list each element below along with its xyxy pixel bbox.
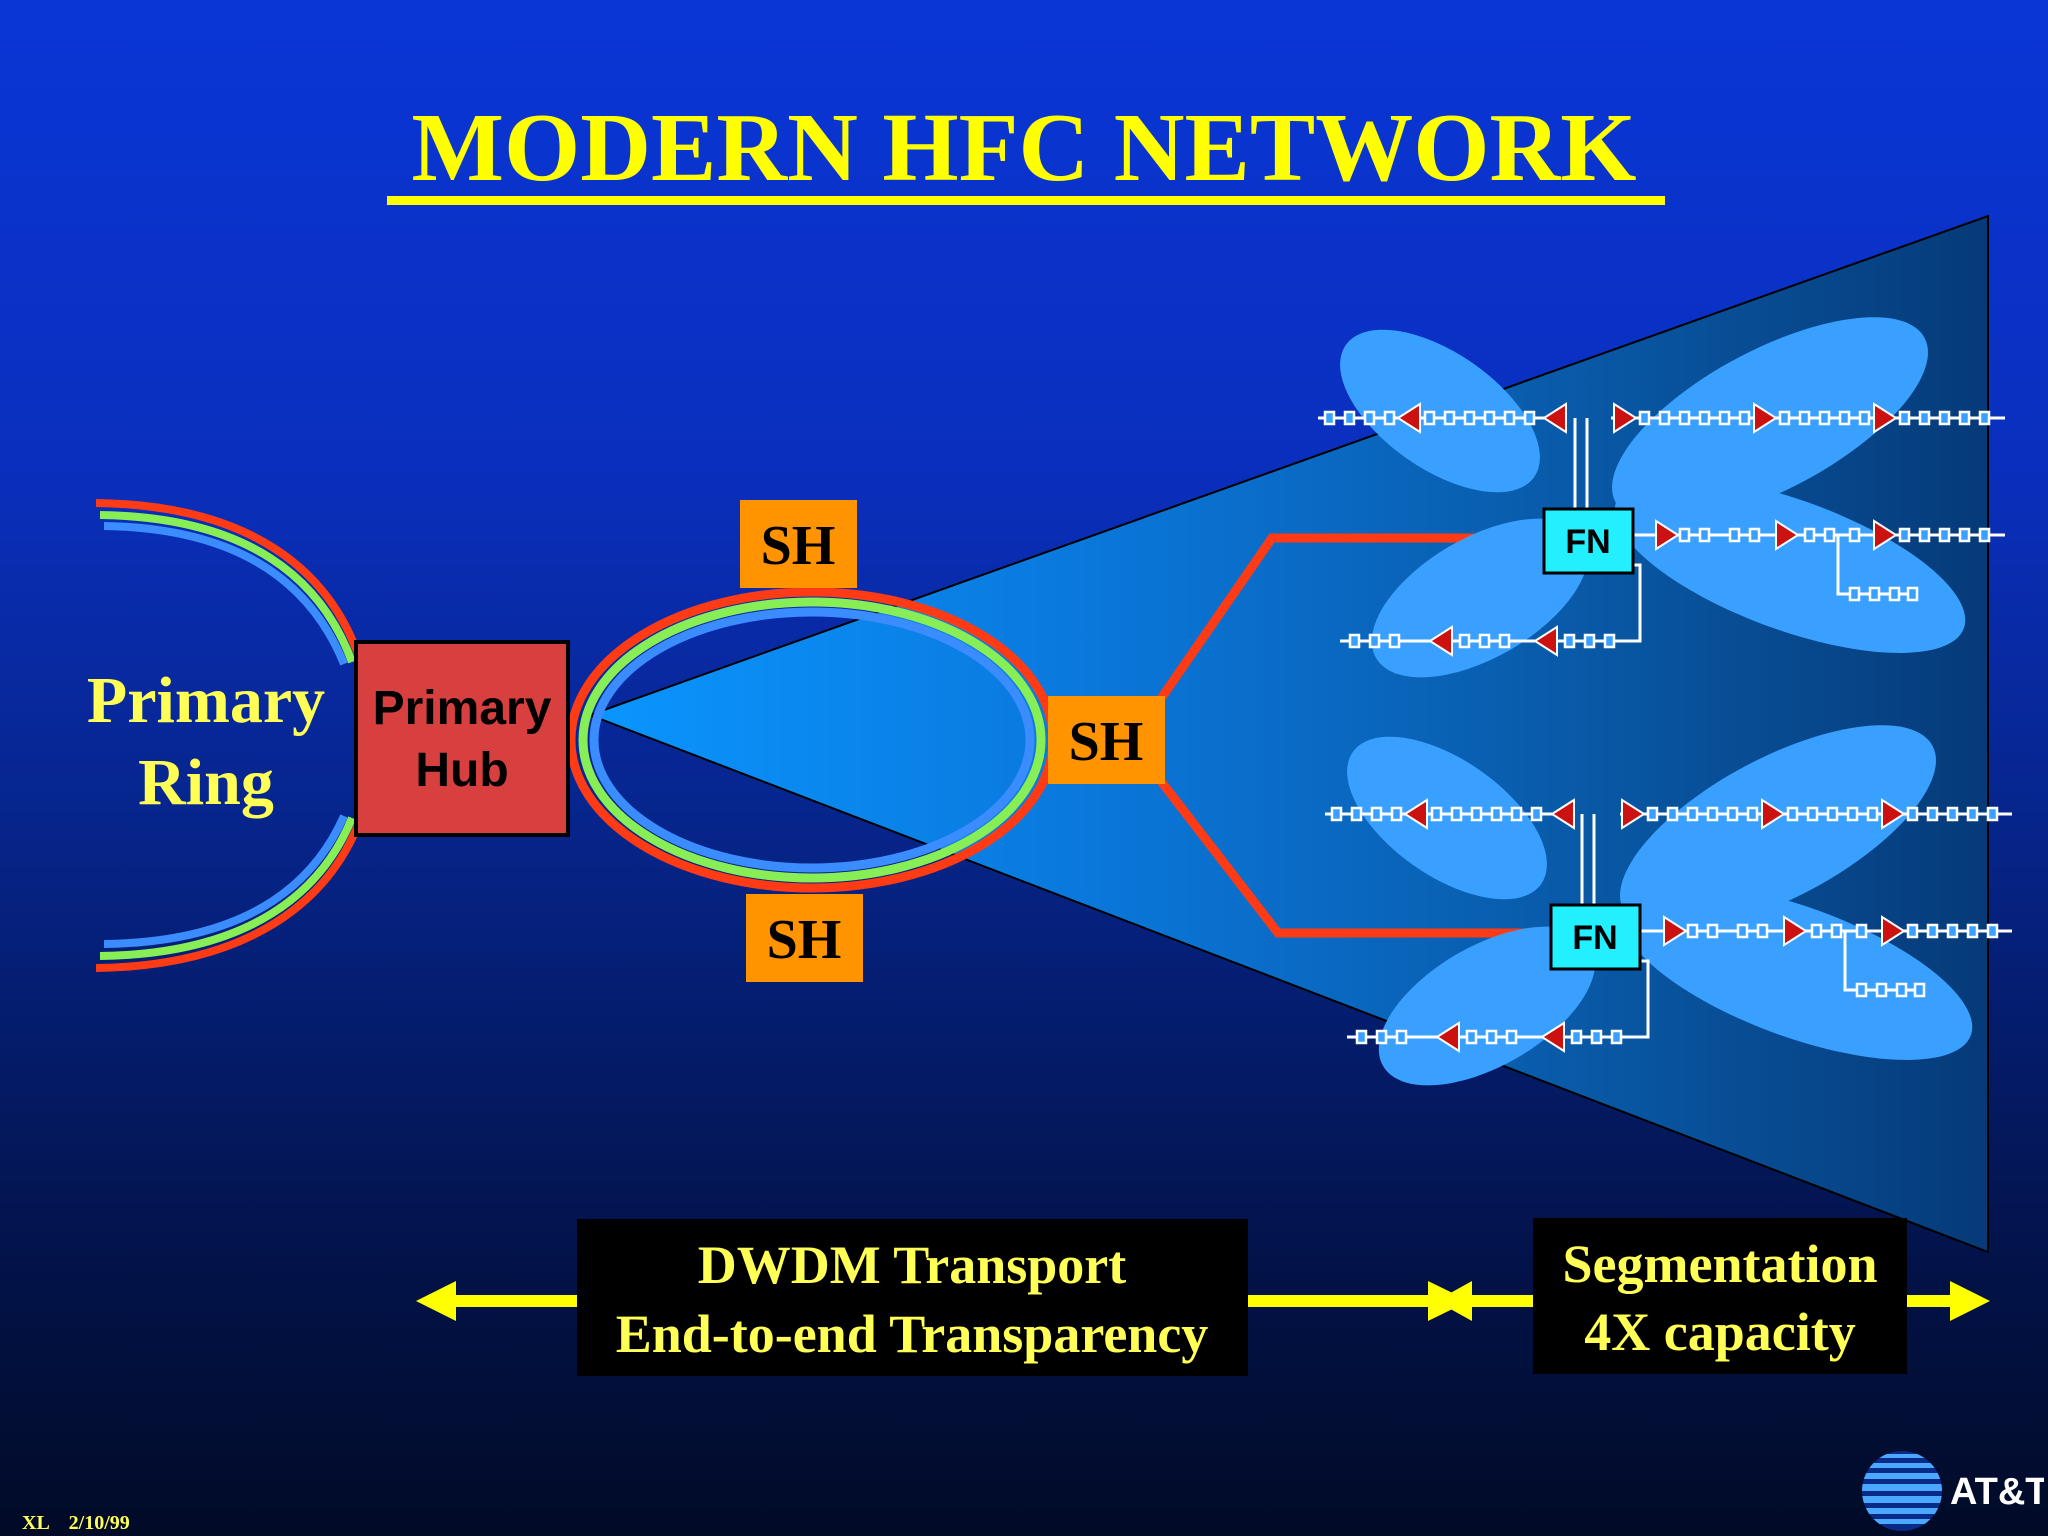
fiber-node-lower: FN (1549, 903, 1642, 971)
segmentation-line1: Segmentation (1563, 1234, 1878, 1294)
dwdm-transport-line2: End-to-end Transparency (616, 1304, 1209, 1364)
primary-hub: Primary Hub (354, 640, 570, 837)
segmentation-line2: 4X capacity (1584, 1302, 1855, 1362)
secondary-hub-right: SH (1048, 696, 1165, 784)
primary-hub-label-line1: Primary (373, 682, 552, 735)
logo-text: AT&T (1950, 1471, 2044, 1513)
dwdm-transport-line1: DWDM Transport (698, 1235, 1127, 1295)
primary-hub-label-line2: Hub (415, 744, 508, 797)
tap-row (1330, 806, 1999, 1045)
node-cluster-upper (1318, 317, 2005, 678)
primary-ring (95, 499, 364, 972)
segmentation-box: Segmentation 4X capacity (1533, 1218, 1907, 1374)
slide-title: MODERN HFC NETWORK (412, 94, 1637, 202)
fiber-feed-upper (1156, 533, 1545, 703)
footer-label: XL 2/10/99 (22, 1512, 130, 1534)
node-cluster-lower (1325, 725, 2012, 1086)
secondary-hub-label: SH (1069, 711, 1144, 773)
dwdm-transport-box: DWDM Transport End-to-end Transparency (577, 1219, 1248, 1376)
globe-icon (1862, 1451, 1942, 1531)
secondary-hub-label: SH (761, 515, 836, 577)
primary-ring-label-line2: Ring (138, 746, 274, 819)
secondary-hub-bottom: SH (746, 894, 863, 982)
title-underline (387, 196, 1665, 205)
primary-ring-label-line1: Primary (87, 664, 325, 737)
fiber-node-upper: FN (1542, 507, 1635, 575)
fiber-node-label: FN (1565, 523, 1610, 561)
amplifier-icons (1403, 798, 1906, 1053)
secondary-hub-label: SH (767, 909, 842, 971)
fiber-feed-lower (1156, 777, 1552, 938)
tap-row (1323, 410, 1991, 649)
secondary-hub-top: SH (740, 500, 857, 588)
fiber-node-label: FN (1572, 919, 1617, 957)
amplifier-icons (1396, 402, 1898, 657)
segmentation-span-arrow (1436, 1281, 1990, 1321)
att-logo: AT&T (1862, 1451, 2044, 1531)
